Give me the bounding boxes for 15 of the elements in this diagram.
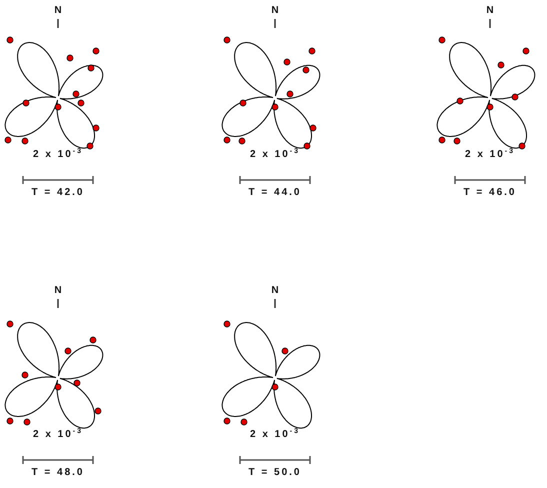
scale-label: 2 x 10$^{-3}$ [250,429,300,441]
scale-label: 2 x 10$^{-3}$ [32,149,84,161]
north-label: N [271,5,279,17]
time-label: T = 50.0 [248,467,302,479]
north-label: N [54,5,62,17]
scale-label: 2 x 10$^{-3}$ [32,429,84,441]
scale-label: 2 x 10$^{-3}$ [464,149,516,161]
north-label: N [54,285,62,297]
time-label: T = 46.0 [464,187,516,199]
north-label: N [271,285,279,297]
north-label: N [486,5,494,17]
time-label: T = 42.0 [32,187,84,199]
time-label: T = 44.0 [248,187,302,199]
time-label: T = 48.0 [32,467,84,479]
scale-label: 2 x 10$^{-3}$ [250,149,300,161]
